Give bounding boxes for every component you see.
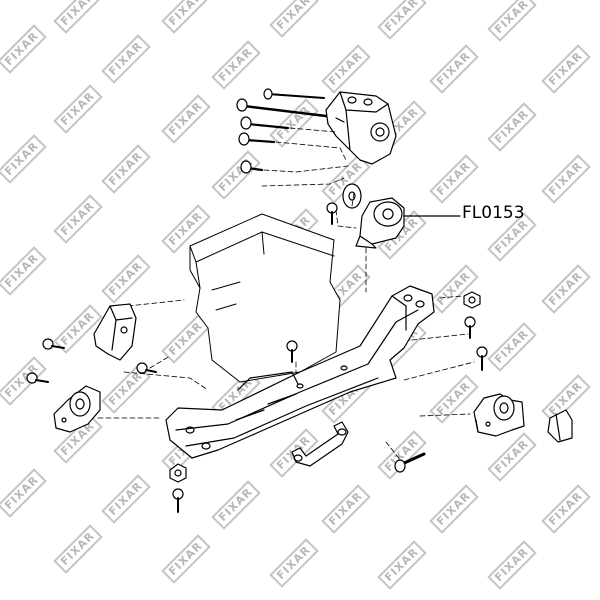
bolt bbox=[241, 161, 262, 173]
small-bracket bbox=[548, 410, 572, 442]
bolt bbox=[43, 339, 64, 349]
left-mount-bracket bbox=[94, 304, 136, 360]
bolt bbox=[239, 133, 274, 145]
bolt bbox=[477, 347, 487, 370]
long-bolt bbox=[395, 454, 424, 472]
bolt bbox=[241, 117, 288, 129]
side-engine-mount bbox=[474, 394, 524, 436]
bolt bbox=[173, 489, 183, 512]
hex-nut bbox=[464, 292, 480, 308]
washer bbox=[343, 184, 361, 208]
upper-mount-bracket bbox=[326, 92, 396, 164]
torque-rod bbox=[292, 422, 348, 466]
bolt bbox=[137, 363, 156, 373]
part-number-callout: FL0153 bbox=[462, 203, 525, 223]
engine-mount-fl0153 bbox=[356, 198, 404, 248]
left-engine-mount bbox=[54, 386, 100, 432]
bolt bbox=[465, 317, 475, 338]
long-bolt bbox=[264, 89, 324, 99]
bolt bbox=[327, 203, 337, 224]
subframe-crossmember bbox=[166, 286, 434, 458]
bolt bbox=[27, 373, 48, 383]
long-bolt bbox=[237, 99, 326, 116]
hex-nut bbox=[170, 464, 186, 482]
engine-outline bbox=[190, 214, 340, 382]
bolt bbox=[287, 341, 297, 362]
assembly-guide-lines bbox=[98, 128, 474, 478]
